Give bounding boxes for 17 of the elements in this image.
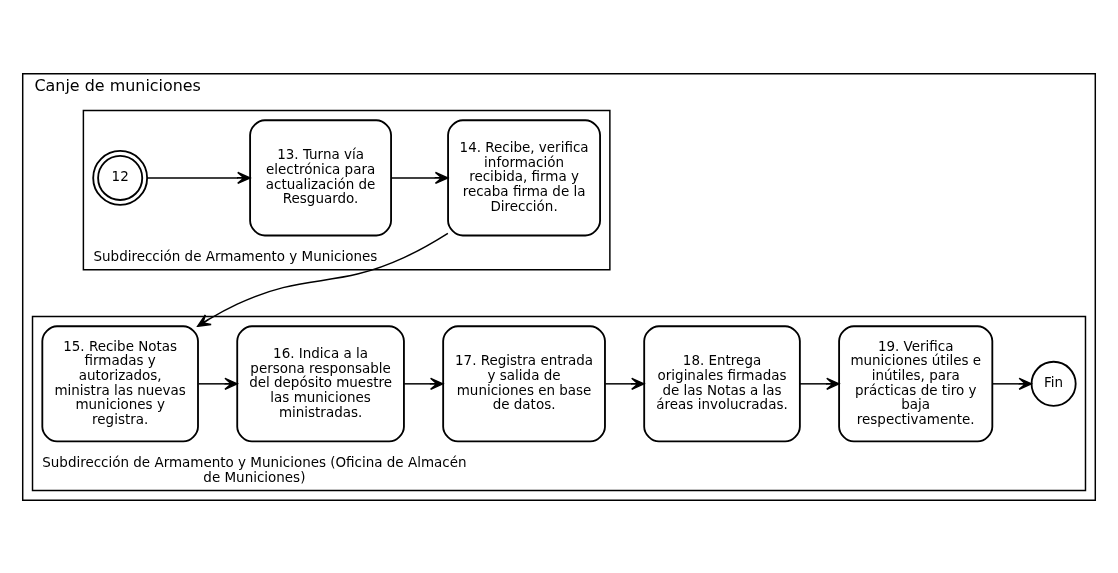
node-box: 14. Recibe, verifica información recibida, firma y recaba firma de la Dirección. (447, 118, 601, 236)
node-circle: Fin (1030, 360, 1077, 407)
arrow (991, 377, 1033, 390)
node-box: 15. Recibe Notas firmadas y autorizados, ministra las nuevas municiones y registra. (41, 324, 199, 442)
arrow (146, 171, 251, 184)
arrow (197, 232, 449, 327)
node-circle: 12 (92, 149, 149, 206)
arrow (604, 377, 645, 390)
node-box: 17. Registra entrada y salida de municiones en base de datos. (442, 324, 606, 442)
arrow (197, 377, 238, 390)
node-box: 13. Turna vía electrónica para actualización de Resguardo. (249, 118, 392, 236)
arrow (403, 377, 444, 390)
arrow (390, 171, 449, 184)
node-box: 18. Entrega originales firmadas de las Notas a las áreas involucradas. (643, 324, 801, 442)
node-box: 19. Verifica municiones útiles e inútiles, para prácticas de tiro y baja respectivamente. (838, 324, 994, 442)
arrow (799, 377, 840, 390)
node-box: 16. Indica a la persona responsable del depósito muestre las municiones ministradas. (236, 324, 405, 442)
